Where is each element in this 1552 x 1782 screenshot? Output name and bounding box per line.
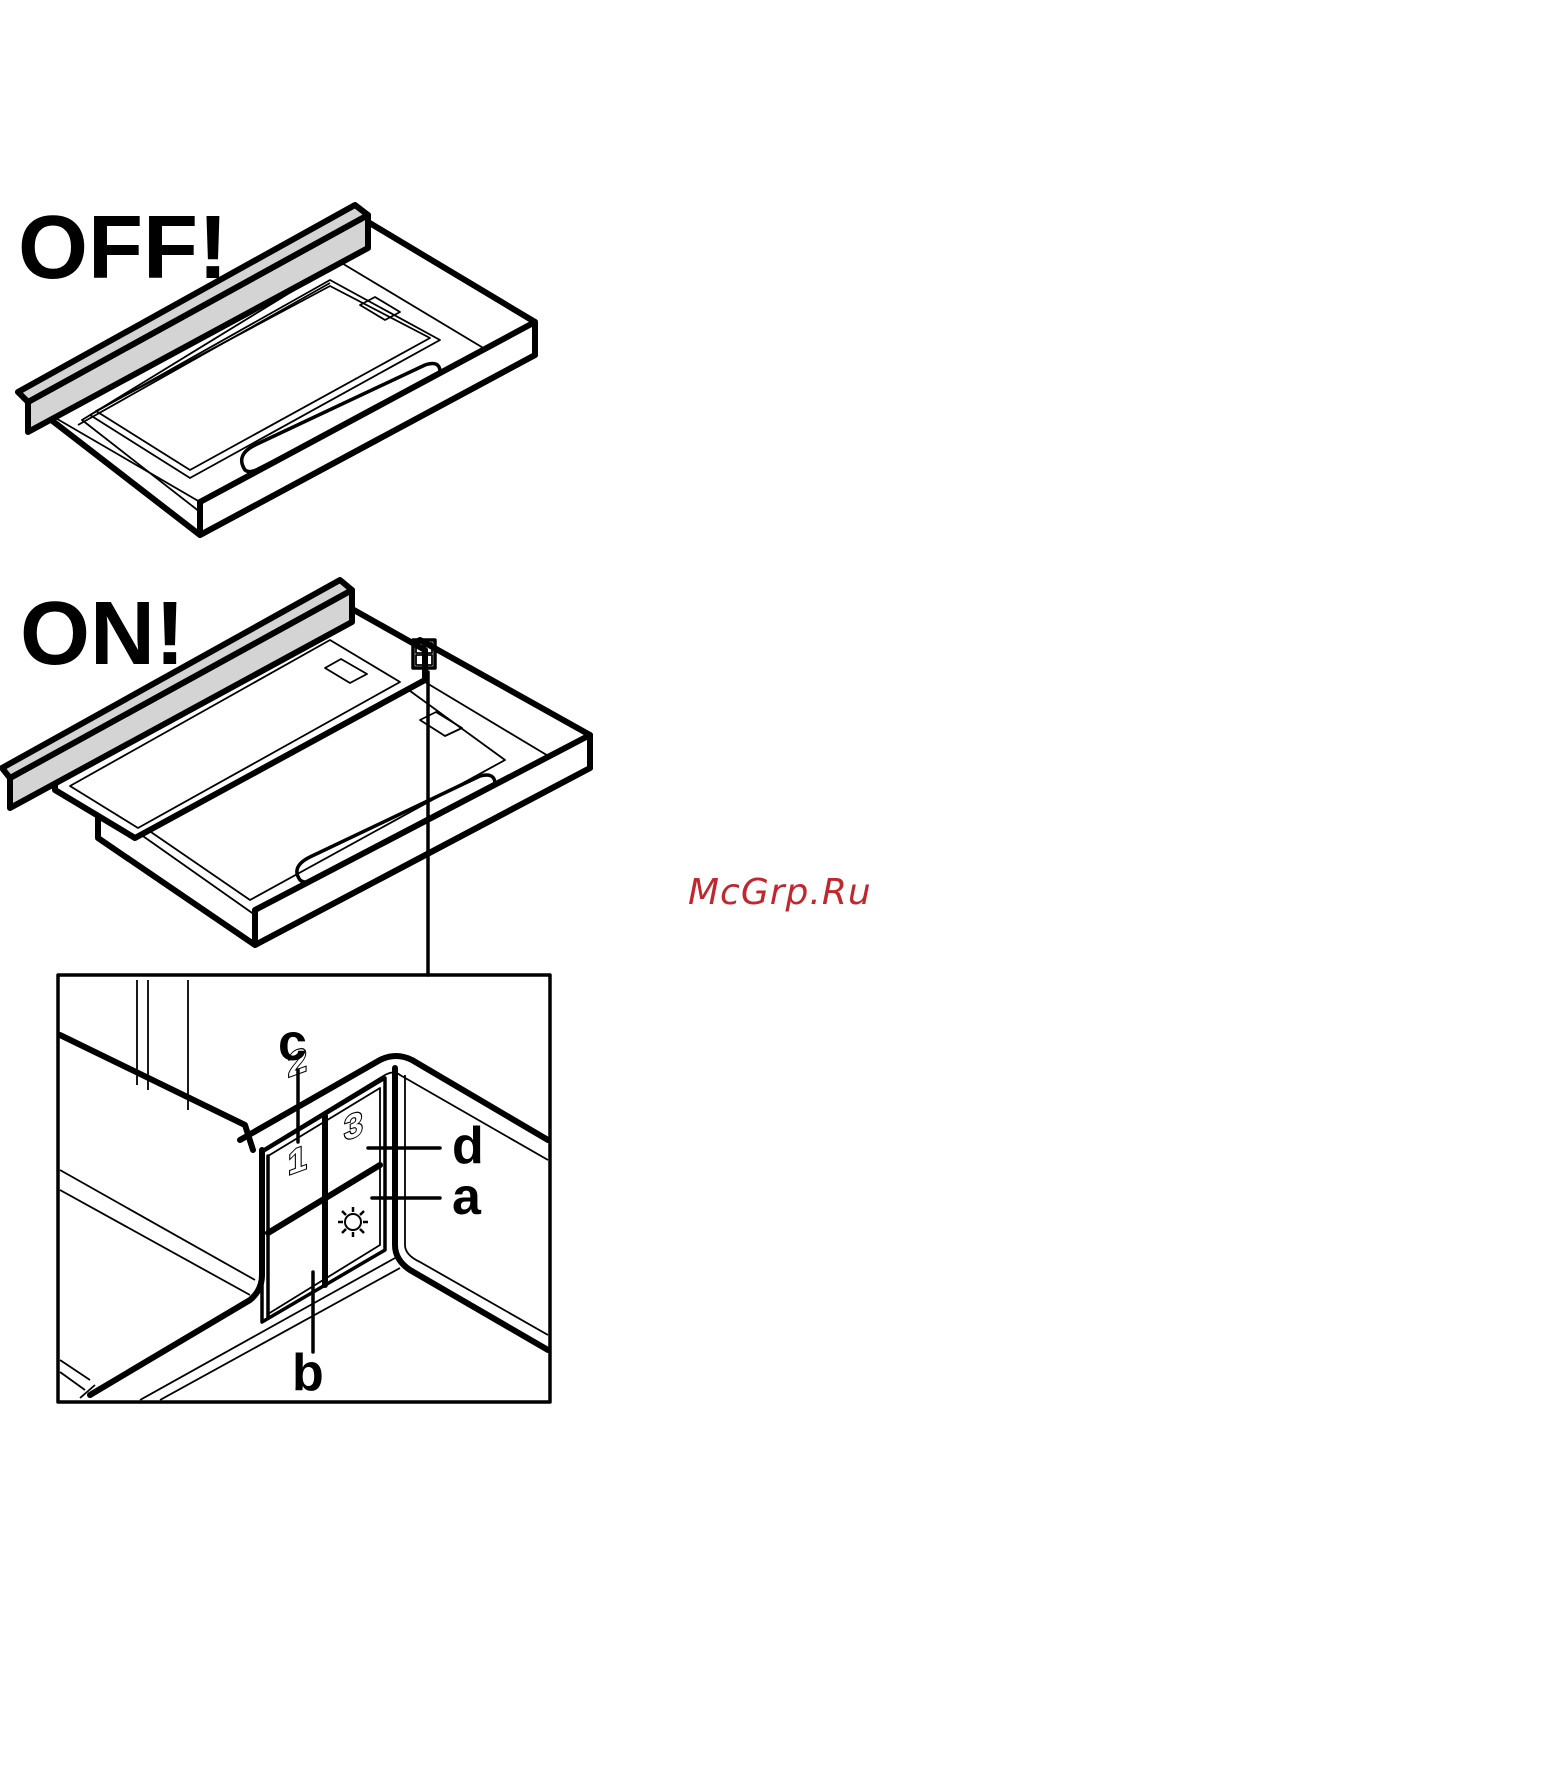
button-1-number: 1 <box>288 1138 307 1183</box>
light-button[interactable] <box>338 1207 368 1237</box>
callout-a: a <box>452 1168 482 1226</box>
fan-speed-1-button[interactable]: 1 <box>288 1138 307 1183</box>
callout-d: d <box>452 1117 484 1175</box>
callout-b: b <box>292 1344 324 1402</box>
light-icon <box>338 1207 368 1237</box>
on-label: ON! <box>20 584 185 684</box>
button-3-number: 3 <box>344 1104 363 1149</box>
off-label: OFF! <box>18 198 228 298</box>
watermark-text: McGrp.Ru <box>688 872 872 913</box>
callout-c: c <box>278 1014 307 1072</box>
fan-speed-3-button[interactable]: 3 <box>344 1104 363 1149</box>
